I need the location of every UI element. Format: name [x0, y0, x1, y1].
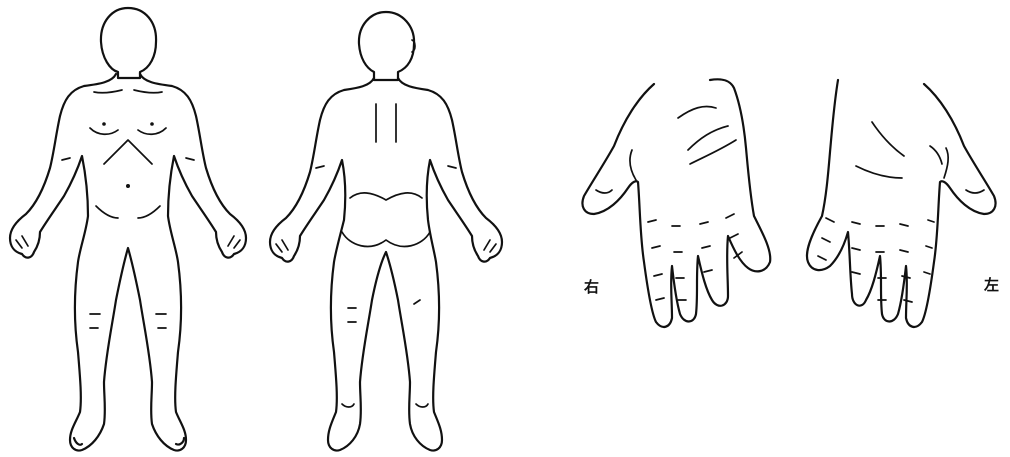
front-toe-right [176, 438, 184, 445]
back-elbow-left [316, 166, 324, 168]
back-buttocks [342, 232, 430, 246]
front-knee-right [156, 314, 166, 328]
front-nipple-left [102, 122, 106, 126]
back-knee-left [348, 308, 356, 322]
right-hand-crease-1 [678, 106, 716, 118]
front-hip-left [96, 206, 118, 218]
front-body-figure [10, 8, 246, 451]
front-ribcage [104, 140, 152, 164]
front-clavicle-right [134, 90, 162, 93]
front-elbow-left [62, 158, 70, 160]
right-hand-palm [582, 79, 770, 327]
left-hand-outline [807, 80, 996, 327]
left-hand-thumb-joint [966, 190, 984, 193]
back-head [359, 12, 414, 80]
front-elbow-right [186, 158, 194, 160]
back-heel-right [416, 404, 428, 407]
front-toe-left [74, 438, 82, 445]
right-hand-thumb-base [630, 150, 636, 180]
front-head [101, 8, 156, 78]
front-clavicle-left [94, 90, 122, 93]
front-nipple-right [150, 122, 154, 126]
left-hand-thumb-base [944, 148, 948, 178]
left-hand-label: 左 [983, 276, 999, 294]
right-hand-crease-3 [690, 140, 736, 164]
right-hand-crease-2 [688, 126, 728, 150]
front-body-outline [10, 74, 246, 451]
back-elbow-right [448, 166, 456, 168]
back-body-figure [270, 12, 502, 451]
left-hand-crease-1 [872, 122, 904, 156]
back-heel-left [342, 404, 354, 407]
front-fingers-left [16, 236, 28, 248]
left-hand-crease-2 [856, 166, 902, 178]
back-knee-right [414, 300, 420, 304]
front-pec-left [90, 128, 118, 134]
left-hand-crease-3 [930, 146, 942, 164]
front-knee-left [90, 314, 100, 328]
front-pec-right [138, 128, 166, 134]
back-fingers-right [484, 240, 496, 252]
right-hand-outline [582, 79, 770, 327]
right-hand-thumb-joint [596, 190, 612, 193]
back-fingers-left [276, 240, 288, 252]
back-waist-line [350, 193, 422, 200]
back-body-outline [270, 78, 502, 451]
right-hand-label: 右 [584, 278, 599, 296]
front-hip-right [138, 206, 160, 218]
left-hand-palm [807, 80, 996, 327]
front-fingers-right [228, 236, 240, 248]
front-navel [126, 184, 130, 188]
